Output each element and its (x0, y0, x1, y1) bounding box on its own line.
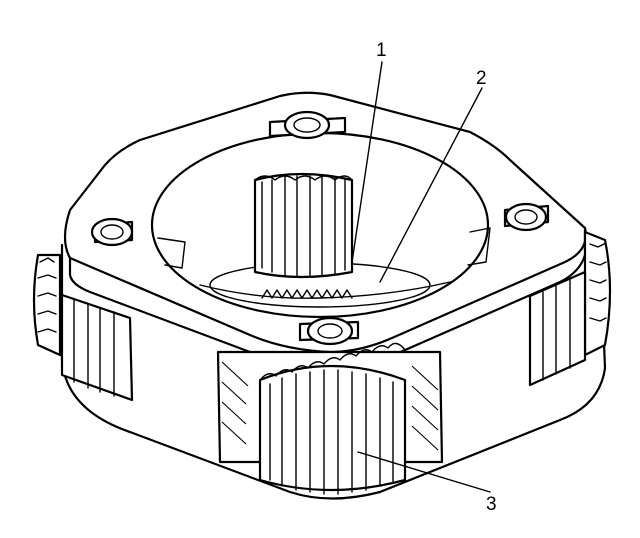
leader-line-2 (379, 87, 483, 283)
leader-line-1 (351, 61, 383, 263)
carrier-bottom-outline (60, 358, 607, 500)
retainer-clip-top (268, 110, 347, 140)
bore-floor-ring (199, 281, 451, 299)
callout-3: 3 (486, 494, 497, 515)
callout-2: 2 (476, 68, 487, 89)
window-shading (221, 361, 439, 451)
callout-1: 1 (376, 40, 387, 61)
bore-window-right (467, 227, 491, 266)
front-pinion-gear (258, 342, 407, 495)
sun-gear-teeth (261, 289, 353, 299)
bore-window-left (157, 237, 186, 269)
retainer-clip-front (298, 316, 360, 346)
retainer-clip-right (503, 202, 550, 232)
right-pinion-gear (528, 230, 612, 387)
left-pinion-gear (32, 253, 134, 402)
rear-pinion-gear (253, 172, 354, 279)
retainer-clip-left (90, 217, 134, 247)
leader-line-3 (357, 451, 491, 493)
